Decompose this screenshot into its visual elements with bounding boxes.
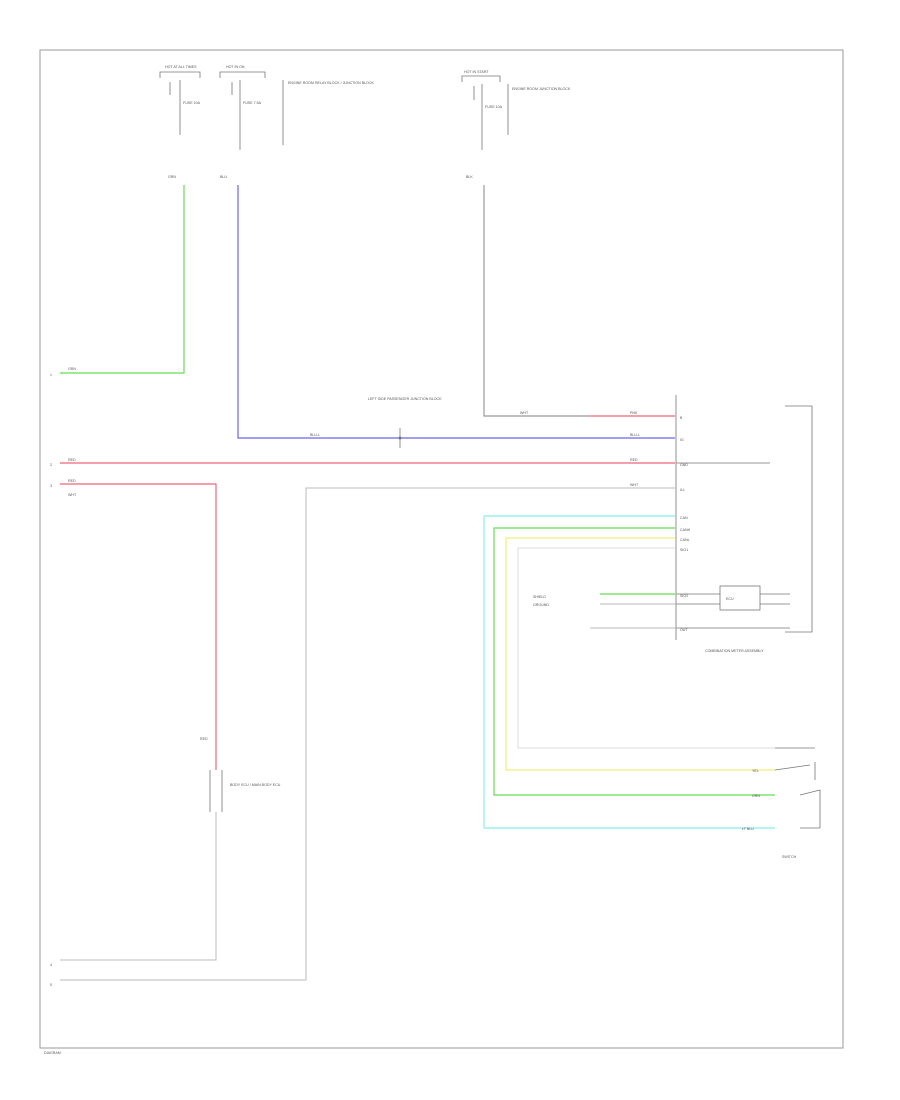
left-pin-3: 3 bbox=[50, 484, 52, 488]
switch-title: SWITCH bbox=[782, 855, 797, 859]
wire-yel2 bbox=[517, 547, 775, 749]
fuse-box-2-fuse: FUSE 7.5A bbox=[243, 101, 262, 105]
wire-grn2-label: GRN bbox=[752, 794, 760, 798]
pin-label-canh: CANH bbox=[680, 528, 691, 532]
fuse-box-2-title: HOT IN ON bbox=[226, 65, 245, 69]
left-pin-1: 1 bbox=[50, 373, 52, 377]
fuse-box-2-desc: ENGINE ROOM RELAY BLOCK / JUNCTION BLOCK bbox=[288, 81, 375, 85]
module-title: COMBINATION METER ASSEMBLY bbox=[705, 649, 764, 653]
left-pin-5: 5 bbox=[50, 983, 52, 987]
wire-red2-label-mid: RED bbox=[200, 737, 208, 741]
diagram-frame bbox=[39, 49, 844, 1049]
switch: SWITCH bbox=[774, 747, 821, 859]
pin-label-out: OUT bbox=[680, 628, 688, 632]
fuse-box-1-title: HOT AT ALL TIMES bbox=[165, 65, 197, 69]
footer-code: DIAGRAM bbox=[44, 1051, 61, 1055]
fuse-box-3-desc: ENGINE ROOM JUNCTION BLOCK bbox=[512, 87, 571, 91]
pin-label-ill: ILL bbox=[680, 488, 685, 492]
pin-label-sig1: SIG1 bbox=[680, 548, 688, 552]
wire-wht bbox=[60, 487, 675, 981]
wire-red1-label-left: RED bbox=[68, 458, 76, 462]
wire-grn2 bbox=[493, 527, 775, 796]
wire-cyan bbox=[483, 515, 775, 829]
left-pin-2: 2 bbox=[50, 463, 52, 467]
wire-wht-label-left: WHT bbox=[68, 493, 77, 497]
fuse-box-3: HOT IN START FUSE 10A ENGINE ROOM JUNCTI… bbox=[461, 70, 571, 150]
pin-label-gnd: GND bbox=[680, 463, 688, 467]
fuse-box-2: HOT IN ON FUSE 7.5A ENGINE ROOM RELAY BL… bbox=[219, 65, 375, 150]
wire-red1-label-right: RED bbox=[630, 458, 638, 462]
wire-yel bbox=[505, 537, 775, 771]
wire-yel-label: YEL bbox=[752, 769, 759, 773]
ecu-box-label: ECU bbox=[726, 597, 734, 601]
wire-gry-label-top: BLK bbox=[466, 175, 473, 179]
wire-wht-label-right: WHT bbox=[630, 483, 639, 487]
wire-red2-label-left: RED bbox=[68, 479, 76, 483]
wire-gry bbox=[483, 185, 590, 417]
small-label-ground: GROUND bbox=[533, 603, 549, 607]
fuse-box-3-title: HOT IN START bbox=[464, 70, 489, 74]
fuse-box-1: HOT AT ALL TIMES FUSE 10A bbox=[159, 65, 201, 135]
wire-blu bbox=[237, 185, 675, 439]
wire-blu-label-top: BLU bbox=[220, 175, 227, 179]
pin-label-canl: CANL bbox=[680, 538, 690, 542]
small-label-shield: SHIELD bbox=[533, 595, 546, 599]
fuse-box-3-fuse: FUSE 10A bbox=[485, 105, 503, 109]
splice-label: LEFT SIDE PASSENGER JUNCTION BLOCK bbox=[368, 397, 442, 401]
pin-label-can: CAN bbox=[680, 516, 688, 520]
wire-grn-label-left: GRN bbox=[68, 367, 76, 371]
pin-label-sig2: SIG2 bbox=[680, 594, 688, 598]
combination-meter-assembly: B IG GND ILL CAN CANH CANL SIG1 SIG2 OUT… bbox=[675, 395, 813, 653]
body-ecu-title: BODY ECU / MAIN BODY ECU bbox=[230, 783, 281, 787]
wire-grn bbox=[60, 185, 185, 374]
wire-gry-label-mid: WHT bbox=[520, 411, 529, 415]
pin-label-ig: IG bbox=[680, 438, 684, 442]
wire-blu-label-right: BLU-L bbox=[630, 433, 640, 437]
wire-blu-label-mid: BLU-L bbox=[310, 433, 320, 437]
wire-red2 bbox=[60, 483, 217, 770]
wire-cyan-label: LT BLU bbox=[742, 827, 754, 831]
left-pin-4: 4 bbox=[50, 963, 52, 967]
body-ecu: BODY ECU / MAIN BODY ECU bbox=[60, 770, 281, 961]
wire-grn-label-top: GRN bbox=[168, 175, 176, 179]
fuse-box-1-fuse: FUSE 10A bbox=[183, 101, 201, 105]
pin-label-b: B bbox=[680, 416, 683, 420]
wire-gry-label-right: PNK bbox=[630, 411, 638, 415]
